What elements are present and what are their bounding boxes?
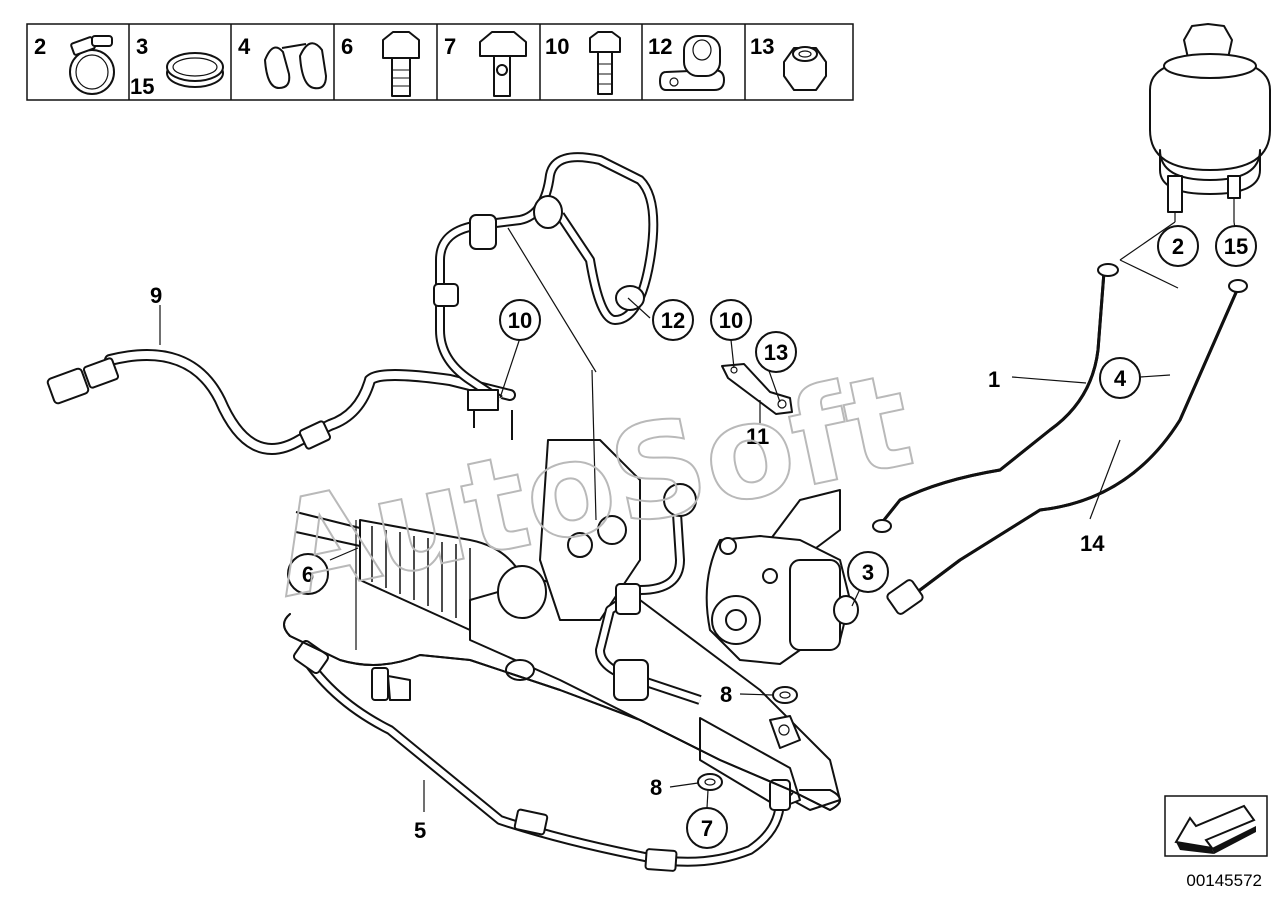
callout-label: 15 [1224, 234, 1248, 259]
banjo-fitting [769, 715, 801, 749]
diagram-number: 00145572 [1186, 871, 1262, 890]
washer [697, 773, 723, 791]
leader-lines [159, 221, 1237, 812]
direction-arrow-icon [1164, 795, 1268, 857]
hex-bolt-icon [382, 31, 420, 97]
rack-feed-pipe [595, 483, 702, 705]
callout-label: 14 [1080, 531, 1105, 556]
callout-label: 9 [150, 283, 162, 308]
power-steering-pump [705, 489, 859, 665]
callout-label: 2 [1172, 234, 1184, 259]
circled-callouts: 2 15 4 10 12 10 13 3 6 7 [287, 225, 1257, 849]
callout-label: 11 [746, 424, 769, 449]
callout-label: 13 [764, 340, 788, 365]
return-hose-14 [886, 279, 1248, 615]
callout-label: 12 [661, 308, 685, 333]
washer [772, 686, 798, 704]
legend-label: 15 [130, 74, 154, 99]
bracket-11 [721, 363, 793, 415]
callout-label: 5 [414, 818, 426, 843]
callout-label: 8 [650, 775, 662, 800]
legend-label: 13 [750, 34, 774, 59]
upper-pipe-loop [433, 152, 659, 440]
legend-label: 3 [136, 34, 148, 59]
callout-label: 8 [720, 682, 732, 707]
return-pipe [283, 613, 841, 811]
hose-clamp-icon [69, 35, 115, 95]
band-clamp-icon [166, 52, 224, 88]
fluid-reservoir [1149, 23, 1271, 222]
callout-label: 3 [862, 560, 874, 585]
legend-label: 12 [648, 34, 672, 59]
legend-label: 7 [444, 34, 456, 59]
legend-label: 10 [545, 34, 569, 59]
legend-label: 2 [34, 34, 46, 59]
callout-label: 4 [1114, 366, 1127, 391]
callout-label: 1 [988, 367, 1000, 392]
pipe-clip-icon [264, 42, 327, 90]
legend-label: 6 [341, 34, 353, 59]
callout-label: 10 [719, 308, 743, 333]
banjo-bolt-icon [479, 31, 527, 97]
callout-label: 6 [302, 562, 314, 587]
plain-callouts: 1 9 11 14 8 8 5 [150, 283, 1105, 843]
return-hose-1 [872, 263, 1119, 533]
callout-label: 10 [508, 308, 532, 333]
pressure-line-5 [292, 639, 794, 872]
callout-label: 7 [701, 816, 713, 841]
short-bolt-icon [589, 31, 621, 95]
supply-line-9 [46, 349, 516, 455]
rubber-mount-icon [659, 35, 725, 91]
parts-legend: 2 3 15 4 6 7 10 12 13 [26, 23, 854, 101]
legend-label: 4 [238, 34, 251, 59]
hex-nut-icon [783, 46, 827, 91]
